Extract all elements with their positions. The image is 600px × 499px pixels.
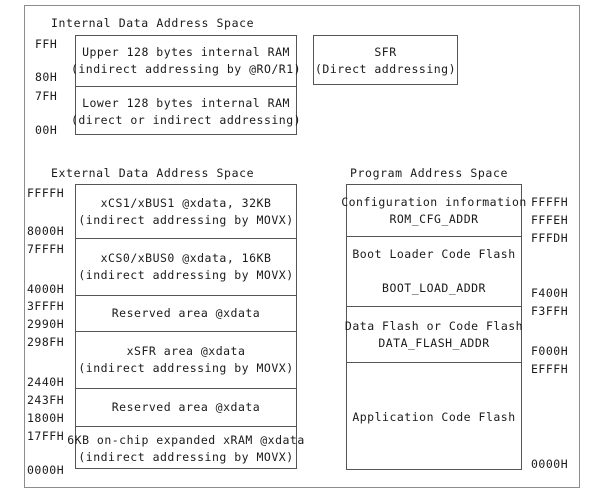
- external-data-box: xCS1/xBUS1 @xdata, 32KB (indirect addres…: [67, 184, 304, 470]
- program-address-f000h: F000H: [531, 344, 569, 358]
- program-address-f400h: F400H: [531, 286, 569, 300]
- program-address-f3ffh: F3FFH: [531, 304, 569, 318]
- external-address-4000h: 4000H: [27, 282, 65, 296]
- internal-ram-upper-block: Upper 128 bytes internal RAM (indirect a…: [71, 36, 301, 86]
- program-address-fffdh: FFFDH: [531, 231, 569, 245]
- program-flash-box: Configuration information ROM_CFG_ADDR B…: [341, 184, 526, 471]
- internal-address-00h: 00H: [35, 123, 58, 137]
- external-block-xsfr-line2: (indirect addressing by MOVX): [78, 361, 294, 375]
- internal-ram-box: Upper 128 bytes internal RAM (indirect a…: [71, 35, 301, 136]
- external-address-17ffh: 17FFH: [27, 429, 65, 443]
- external-block-xcs1-line2: (indirect addressing by MOVX): [78, 212, 294, 227]
- sfr-line2: (Direct addressing): [314, 62, 457, 76]
- section-title-program: Program Address Space: [350, 166, 508, 180]
- external-block-xcs0-line1: xCS0/xBUS0 @xdata, 16KB: [100, 251, 272, 265]
- external-address-2990h: 2990H: [27, 317, 65, 331]
- program-block-config: Configuration information ROM_CFG_ADDR: [341, 185, 526, 236]
- external-address-1800h: 1800H: [27, 411, 65, 425]
- program-block-config-line2: ROM_CFG_ADDR: [389, 211, 479, 226]
- program-block-config-line1: Configuration information: [341, 194, 527, 209]
- external-address-243fh: 243FH: [27, 393, 65, 407]
- external-block-xcs0: xCS0/xBUS0 @xdata, 16KB (indirect addres…: [76, 238, 296, 295]
- program-block-bootloader: Boot Loader Code Flash BOOT_LOAD_ADDR: [347, 236, 521, 306]
- internal-ram-lower-line2: (direct or indirect addressing): [70, 112, 302, 127]
- external-block-reserved-upper-line1: Reserved area @xdata: [111, 306, 261, 320]
- program-block-dataflash: Data Flash or Code Flash DATA_FLASH_ADDR: [344, 306, 524, 362]
- program-block-bootloader-line2: BOOT_LOAD_ADDR: [382, 281, 486, 295]
- external-address-0000h: 0000H: [27, 463, 65, 477]
- external-block-xram-line2: (indirect addressing by MOVX): [78, 449, 294, 464]
- program-address-0000h: 0000H: [531, 457, 569, 471]
- program-address-efffh: EFFFH: [531, 362, 569, 376]
- internal-ram-lower-block: Lower 128 bytes internal RAM (direct or …: [71, 86, 301, 136]
- internal-address-7fh: 7FH: [35, 89, 58, 103]
- external-address-7fffh: 7FFFH: [27, 242, 65, 256]
- external-block-reserved-lower-line1: Reserved area @xdata: [111, 400, 261, 414]
- external-block-xcs0-line2: (indirect addressing by MOVX): [78, 268, 294, 282]
- program-block-application-line1: Application Code Flash: [352, 409, 516, 424]
- external-address-3fffh: 3FFFH: [27, 299, 65, 313]
- internal-ram-upper-line2: (indirect addressing by @RO/R1): [70, 62, 302, 76]
- program-block-bootloader-line1: Boot Loader Code Flash: [352, 247, 516, 261]
- external-block-xcs1: xCS1/xBUS1 @xdata, 32KB (indirect addres…: [76, 185, 296, 238]
- external-block-xram-line1: 6KB on-chip expanded xRAM @xdata: [67, 432, 305, 447]
- external-block-reserved-upper: Reserved area @xdata: [76, 295, 296, 331]
- external-block-reserved-lower: Reserved area @xdata: [76, 388, 296, 426]
- program-block-application: Application Code Flash: [347, 362, 521, 471]
- external-address-298fh: 298FH: [27, 335, 65, 349]
- external-block-xram: 6KB on-chip expanded xRAM @xdata (indire…: [67, 426, 304, 470]
- external-address-ffffh: FFFFH: [27, 186, 65, 200]
- program-address-ffffh: FFFFH: [531, 195, 569, 209]
- program-block-dataflash-line1: Data Flash or Code Flash: [344, 318, 524, 333]
- external-address-8000h: 8000H: [27, 224, 65, 238]
- external-block-xsfr-line1: xSFR area @xdata: [126, 344, 246, 358]
- external-block-xsfr: xSFR area @xdata (indirect addressing by…: [76, 331, 296, 388]
- external-address-2440h: 2440H: [27, 375, 65, 389]
- internal-address-ffh: FFH: [35, 37, 58, 51]
- program-address-fffeh: FFFEH: [531, 213, 569, 227]
- section-title-external-data: External Data Address Space: [51, 166, 255, 180]
- sfr-block: SFR (Direct addressing): [314, 36, 457, 86]
- internal-ram-upper-line1: Upper 128 bytes internal RAM: [82, 45, 290, 59]
- section-title-internal-data: Internal Data Address Space: [51, 16, 255, 30]
- external-block-xcs1-line1: xCS1/xBUS1 @xdata, 32KB: [100, 195, 272, 210]
- sfr-line1: SFR: [374, 45, 397, 59]
- sfr-box: SFR (Direct addressing): [313, 35, 458, 85]
- internal-ram-lower-line1: Lower 128 bytes internal RAM: [82, 95, 290, 110]
- diagram-outer-frame: Internal Data Address Space Upper 128 by…: [24, 5, 580, 488]
- internal-address-80h: 80H: [35, 70, 58, 84]
- program-block-dataflash-line2: DATA_FLASH_ADDR: [378, 335, 490, 350]
